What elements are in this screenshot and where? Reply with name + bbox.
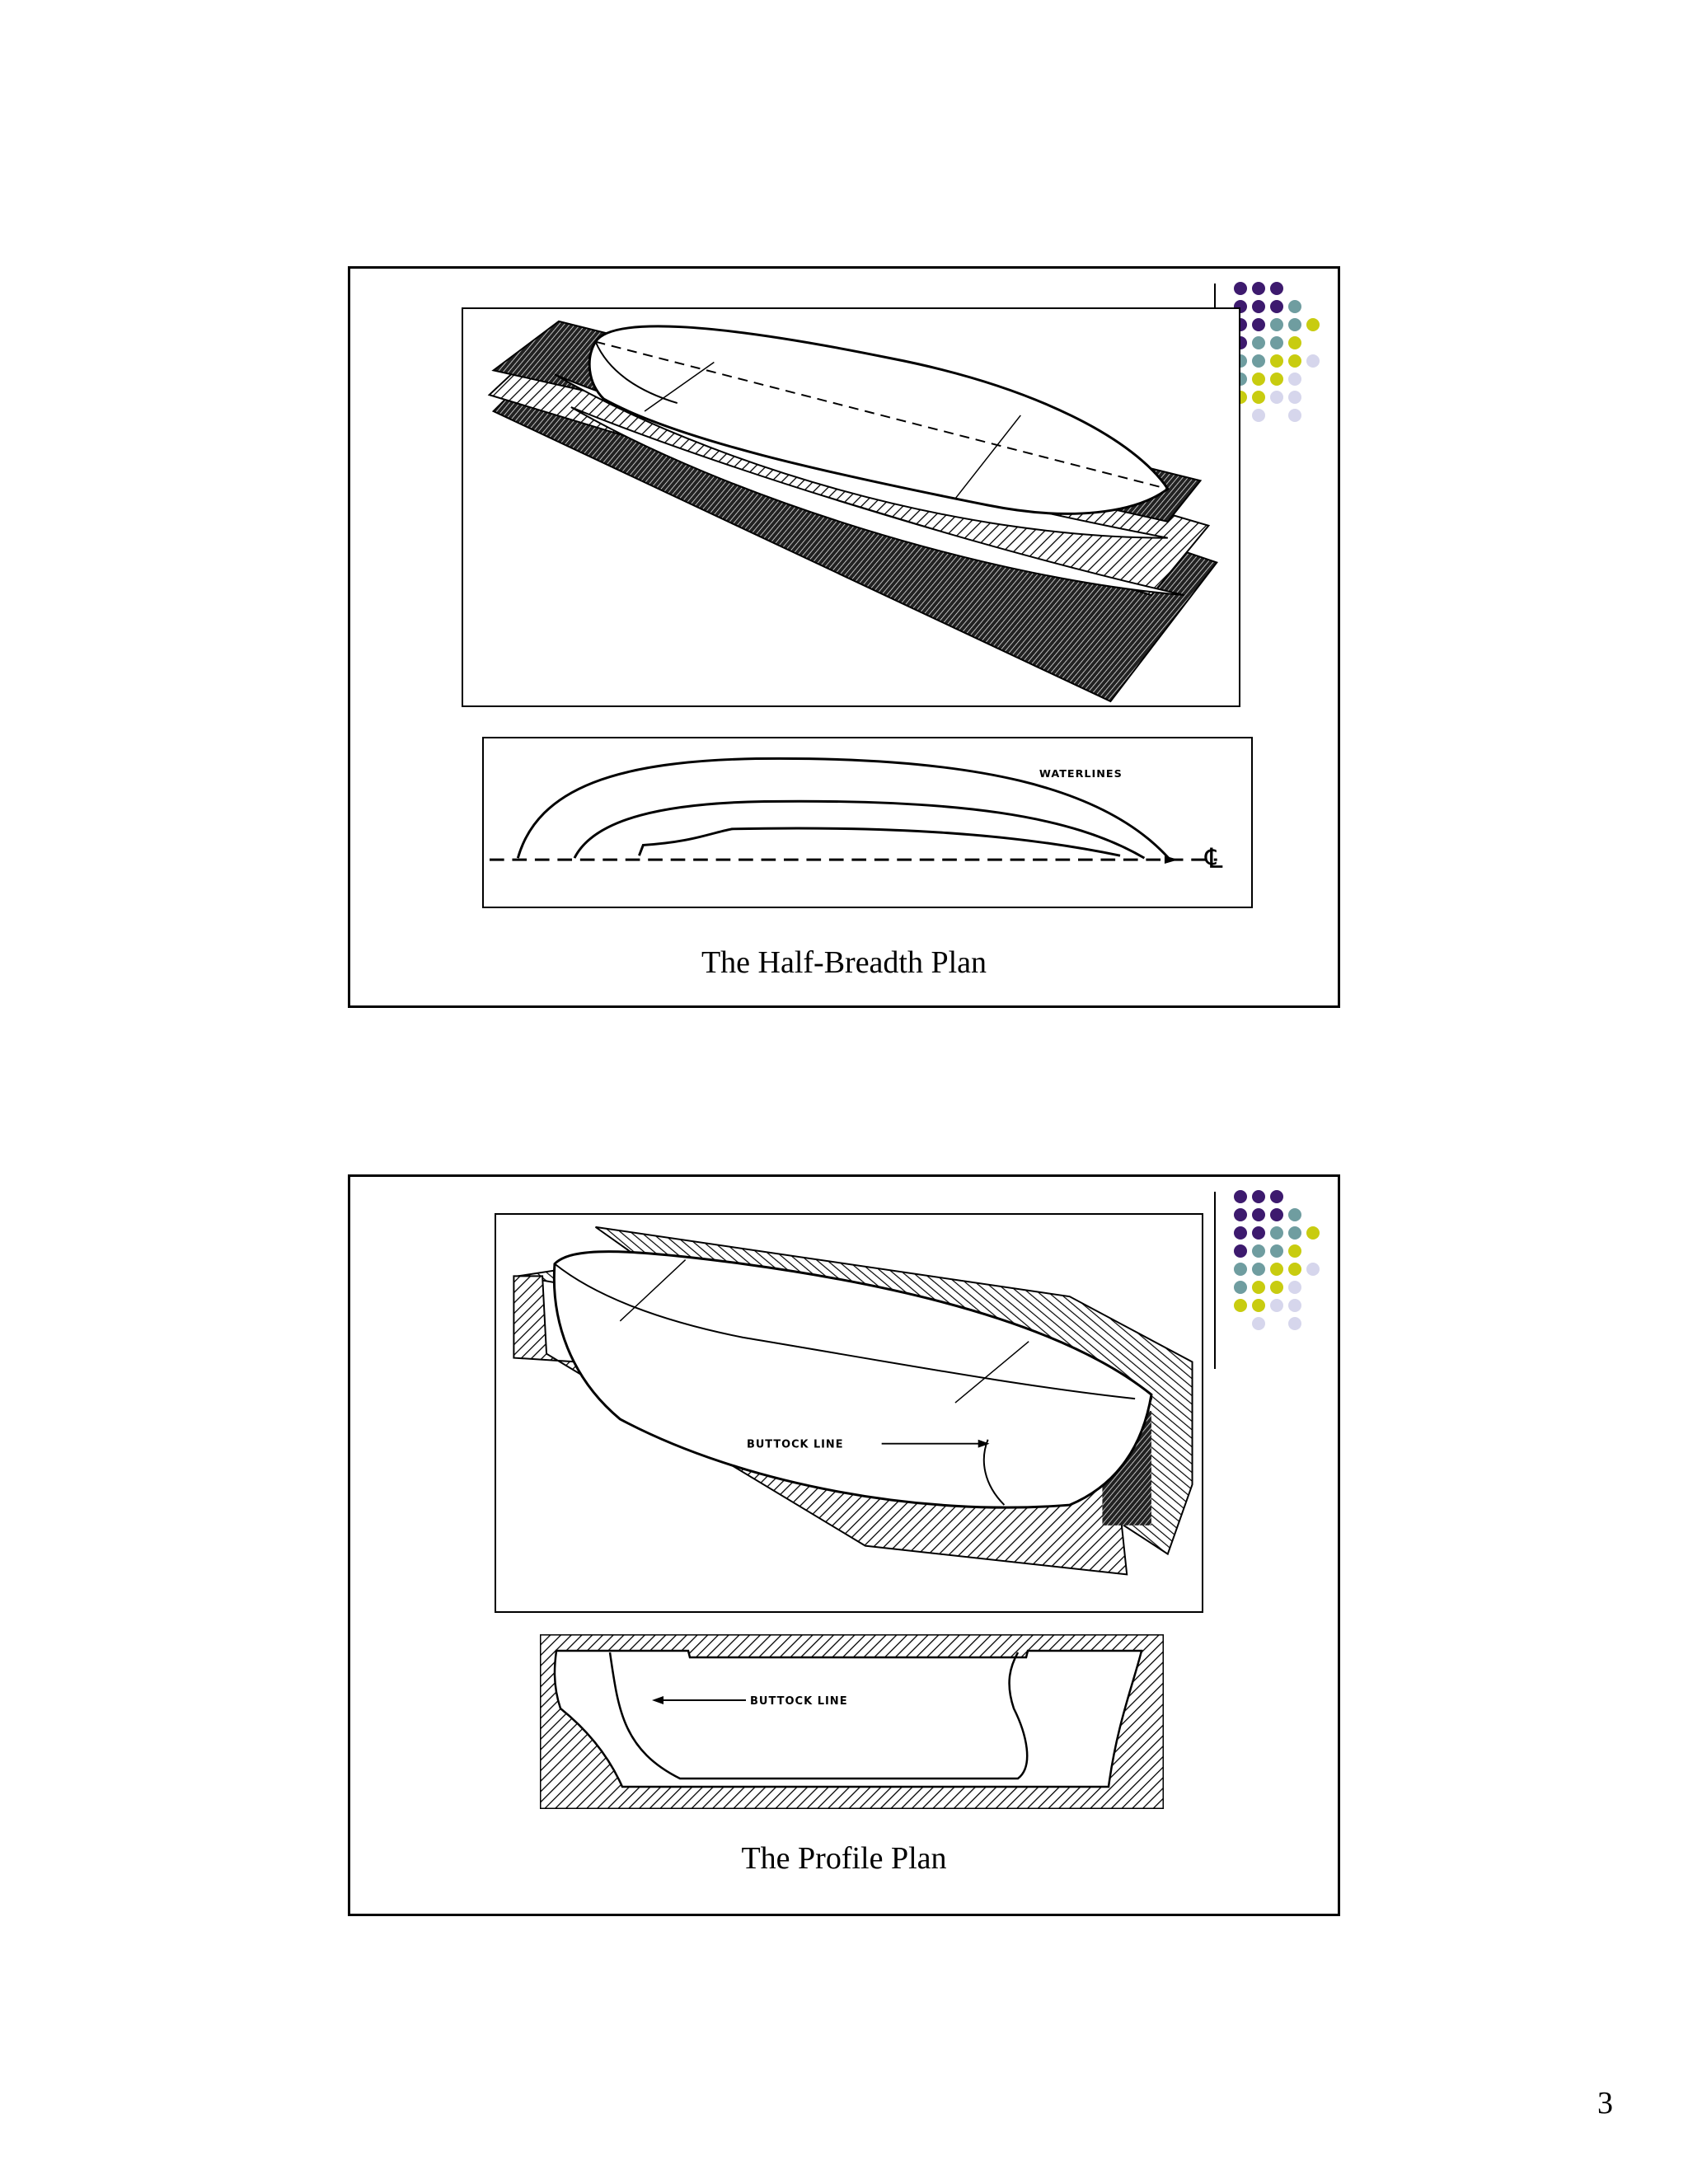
decorative-dot [1234, 1244, 1247, 1258]
decorative-dot [1270, 1208, 1283, 1221]
decorative-dot [1252, 1263, 1265, 1276]
decorative-dot [1288, 1263, 1301, 1276]
decorative-dot [1288, 373, 1301, 386]
decorative-dot [1270, 282, 1283, 295]
decorative-dot [1252, 300, 1265, 313]
decorative-dot [1270, 1299, 1283, 1312]
decorative-dot [1252, 1281, 1265, 1294]
slide-caption: The Half-Breadth Plan [701, 945, 987, 980]
waterlines-figure: WATERLINES ℄ [482, 737, 1253, 908]
decorative-dot [1234, 1299, 1247, 1312]
decorative-dot [1270, 1244, 1283, 1258]
decorative-dot [1270, 1190, 1283, 1203]
decorative-dot [1288, 1317, 1301, 1330]
decorative-dot [1288, 1281, 1301, 1294]
decorative-dot [1288, 1244, 1301, 1258]
decorative-dot [1288, 1299, 1301, 1312]
decorative-dot [1288, 300, 1301, 313]
decorative-dot [1288, 354, 1301, 368]
slide-caption: The Profile Plan [741, 1841, 947, 1876]
decorative-dot [1252, 1299, 1265, 1312]
decorative-dot [1252, 336, 1265, 349]
decorative-dot [1288, 1226, 1301, 1240]
decorative-dot [1234, 1190, 1247, 1203]
decorative-dot-grid [1234, 282, 1320, 422]
decorative-dot [1252, 1317, 1265, 1330]
decorative-dot [1270, 1263, 1283, 1276]
decorative-dot [1270, 300, 1283, 313]
decorative-dot [1288, 1208, 1301, 1221]
decorative-dot [1270, 336, 1283, 349]
decorative-dot [1252, 282, 1265, 295]
hull-buttock-planes-figure: BUTTOCK LINE [495, 1213, 1203, 1613]
hull-with-buttock-planes-icon: BUTTOCK LINE [513, 1226, 1193, 1576]
buttock-line-label: BUTTOCK LINE [750, 1695, 848, 1708]
decorative-dot [1288, 409, 1301, 422]
decorative-dot [1306, 1226, 1320, 1240]
decorative-dot [1252, 391, 1265, 404]
decorative-dot [1234, 1281, 1247, 1294]
decorative-dot [1252, 409, 1265, 422]
waterlines-diagram-icon: WATERLINES ℄ [489, 757, 1223, 874]
decorative-dot [1270, 373, 1283, 386]
decorative-dot [1270, 318, 1283, 331]
decorative-dot [1234, 1226, 1247, 1240]
decorative-dot [1270, 1281, 1283, 1294]
decorative-dot [1306, 354, 1320, 368]
decorative-dot [1270, 391, 1283, 404]
decorative-dot [1252, 1226, 1265, 1240]
decorative-dot [1252, 373, 1265, 386]
decorative-dot [1270, 354, 1283, 368]
slide-half-breadth-plan: WATERLINES ℄ The Half-Breadth Plan [348, 266, 1340, 1008]
decorative-dot [1252, 1244, 1265, 1258]
decorative-dot [1306, 318, 1320, 331]
centerline-symbol: ℄ [1204, 842, 1223, 874]
decorative-dot [1252, 1190, 1265, 1203]
decorative-dot [1252, 318, 1265, 331]
decorative-dot [1234, 282, 1247, 295]
page-number: 3 [1597, 2086, 1613, 2121]
slide-profile-plan: BUTTOCK LINE BUTTOCK LINE The Profile Pl… [348, 1174, 1340, 1916]
decorative-dot [1288, 336, 1301, 349]
waterlines-label: WATERLINES [1039, 768, 1123, 780]
decorative-dot [1270, 1226, 1283, 1240]
decorative-dot [1288, 318, 1301, 331]
decorative-dot [1252, 1208, 1265, 1221]
hull-waterline-planes-figure [462, 307, 1240, 707]
hull-with-waterline-planes-icon [487, 320, 1218, 703]
decorative-dot-grid [1234, 1190, 1320, 1330]
decorative-dot [1252, 354, 1265, 368]
buttock-line-label: BUTTOCK LINE [747, 1439, 843, 1451]
slide-accent-line [1214, 1192, 1216, 1369]
decorative-dot [1306, 1263, 1320, 1276]
decorative-dot [1234, 1263, 1247, 1276]
decorative-dot [1288, 391, 1301, 404]
buttock-line-figure: BUTTOCK LINE [540, 1634, 1164, 1809]
buttock-line-diagram-icon: BUTTOCK LINE [540, 1634, 1164, 1809]
decorative-dot [1234, 1208, 1247, 1221]
